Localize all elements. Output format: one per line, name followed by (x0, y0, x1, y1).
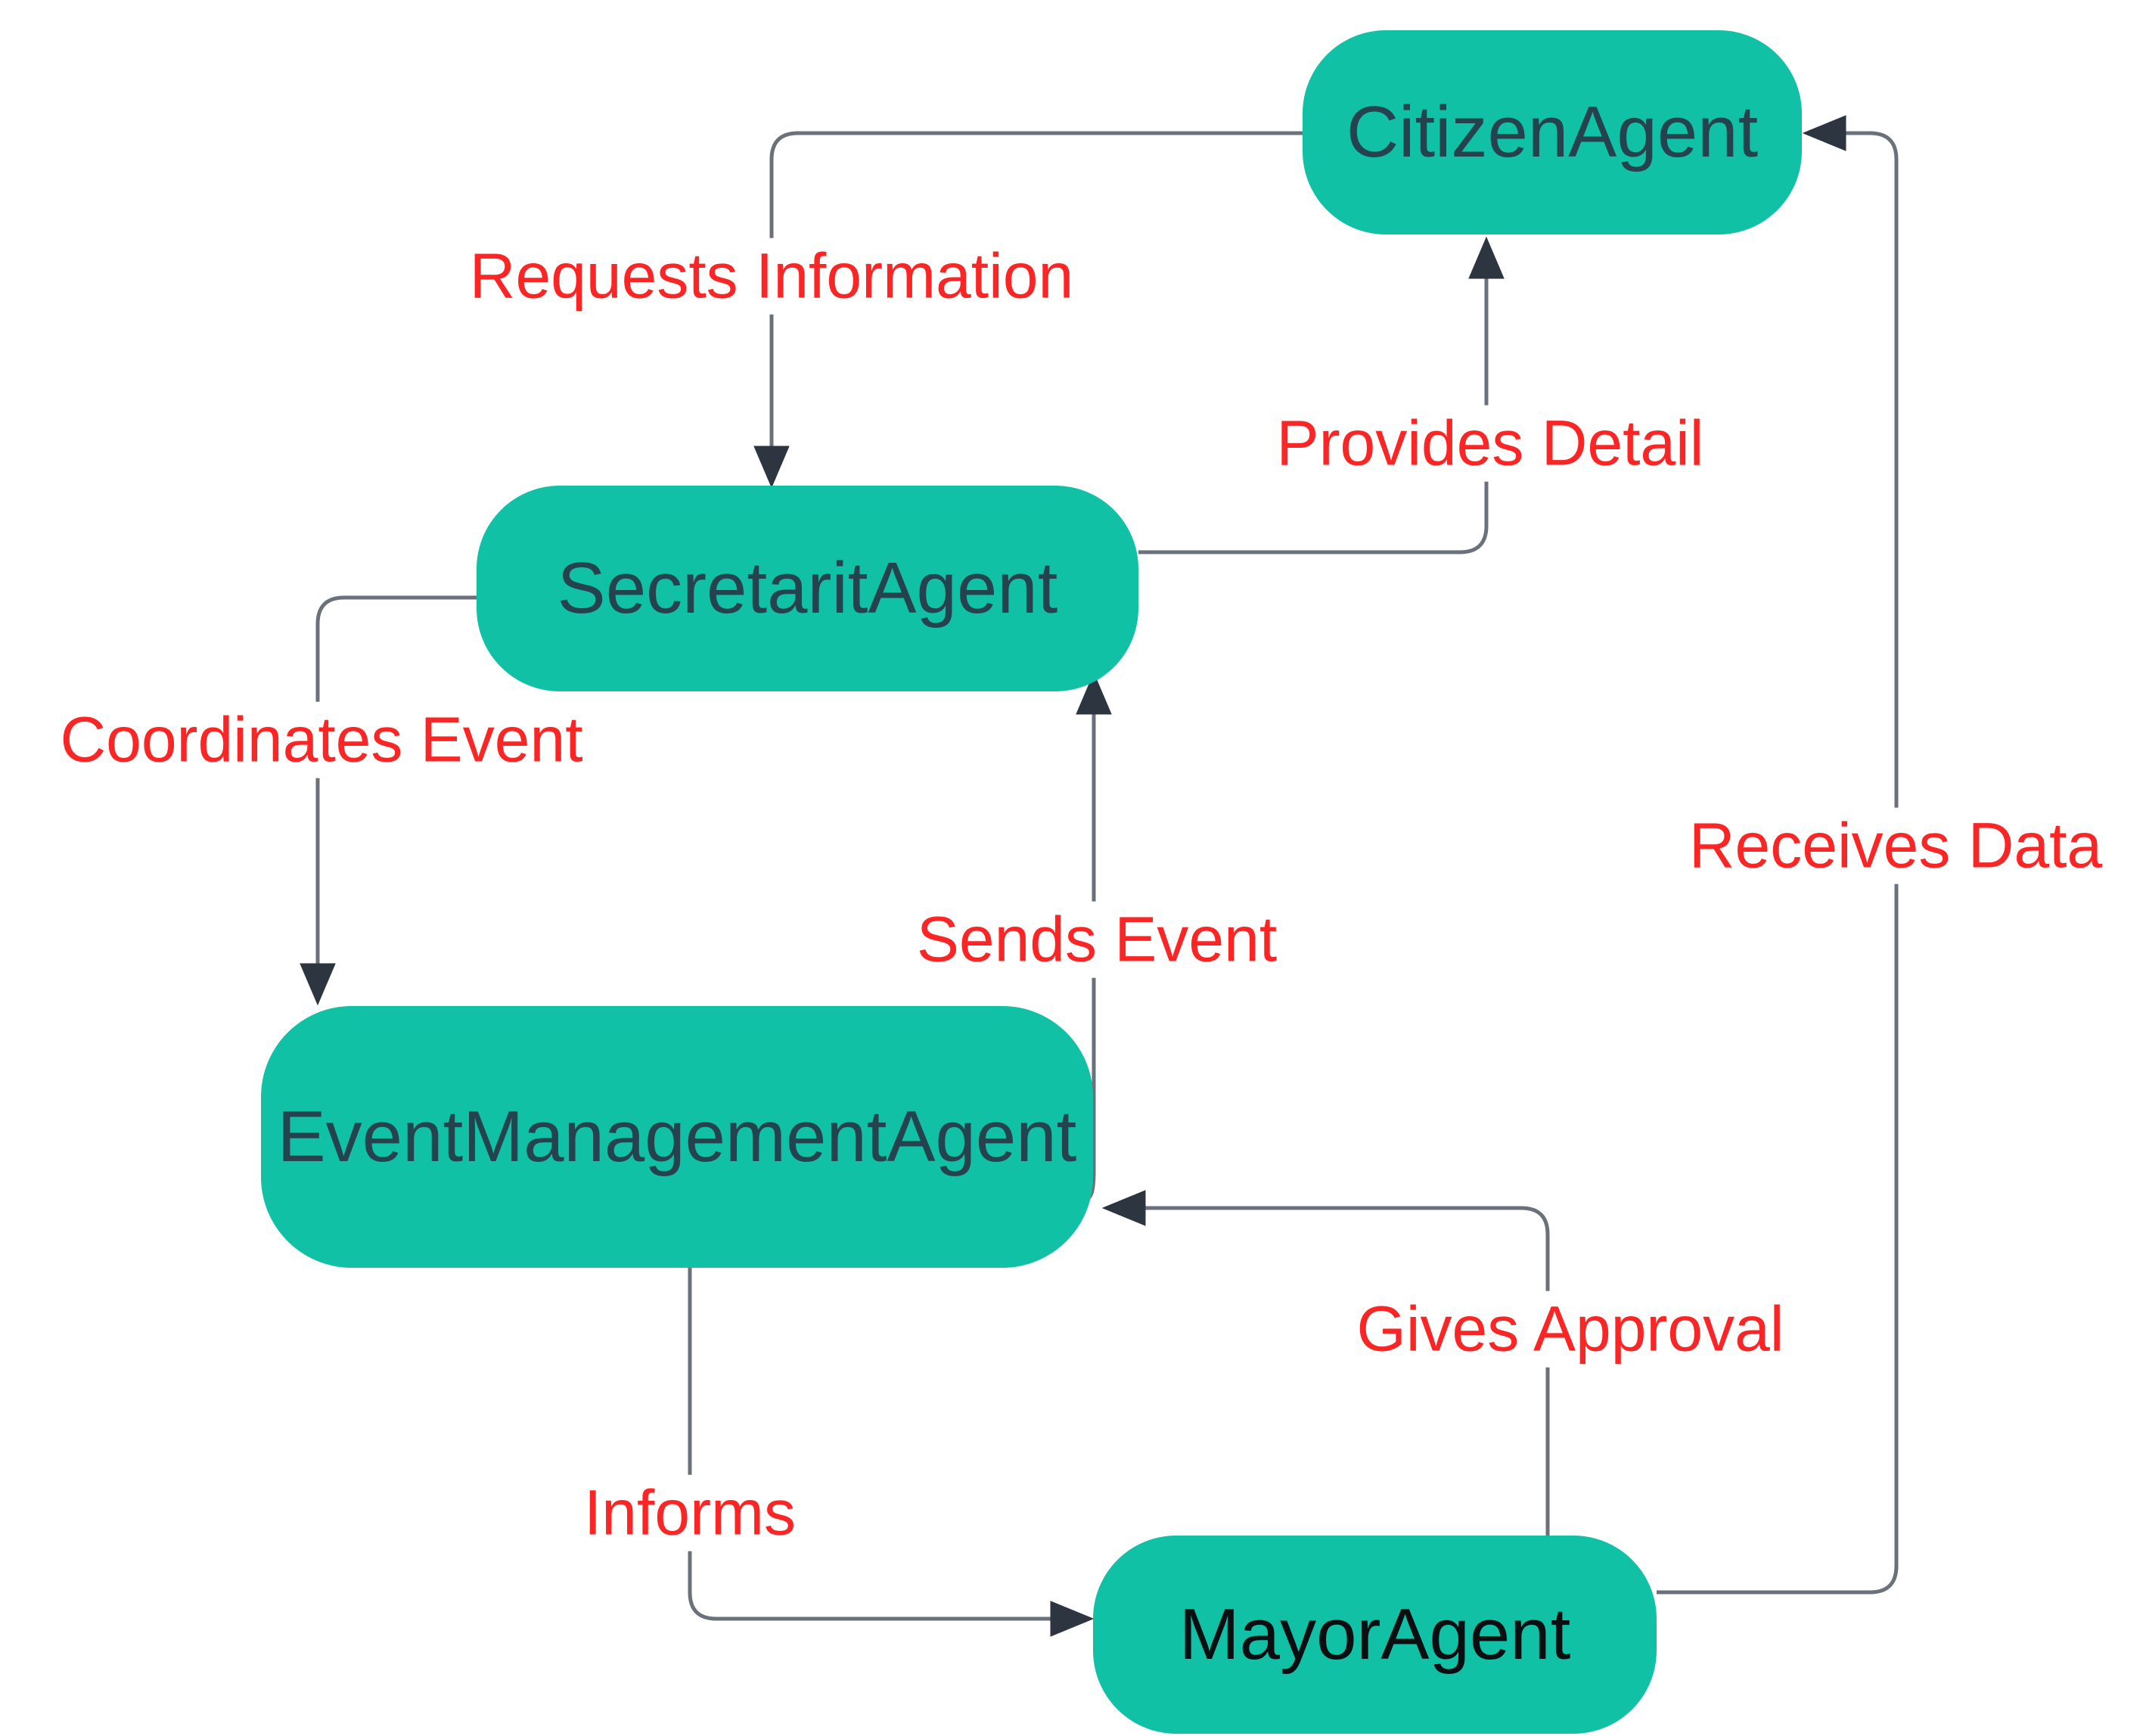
edge-label-informs: Informs (574, 1474, 806, 1551)
edge-requests-information-arrowhead (753, 446, 790, 489)
edge-coordinates-event-arrowhead (300, 963, 336, 1006)
edge-label-receives-data: Receives Data (1679, 807, 2112, 884)
node-secretarit-agent: SecretaritAgent (477, 486, 1138, 691)
edge-label-sends-event: Sends Event (907, 901, 1287, 978)
edge-coordinates-event-line (315, 595, 477, 965)
edge-requests-information-line (769, 131, 1303, 448)
edge-label-gives-approval: Gives Approval (1347, 1290, 1794, 1368)
node-citizen-agent: CitizenAgent (1303, 30, 1802, 234)
node-event-management-agent: EventManagementAgent (261, 1006, 1093, 1268)
edge-sends-event-arrowhead (1076, 672, 1112, 715)
node-mayor-agent: MayorAgent (1093, 1536, 1657, 1734)
edge-gives-approval-arrowhead (1101, 1190, 1146, 1226)
edge-label-coordinates-event: Coordinates Event (51, 701, 592, 778)
edge-label-provides-detail: Provides Detail (1267, 405, 1713, 482)
edge-receives-data-arrowhead (1802, 115, 1846, 151)
node-citizen-agent-label: CitizenAgent (1346, 92, 1759, 173)
edge-provides-detail-line (1138, 277, 1489, 554)
node-secretarit-agent-label: SecretaritAgent (557, 548, 1058, 629)
edge-provides-detail-arrowhead (1468, 236, 1505, 279)
node-event-management-agent-label: EventManagementAgent (277, 1096, 1077, 1178)
node-mayor-agent-label: MayorAgent (1179, 1594, 1571, 1675)
edge-label-requests-information: Requests Information (460, 238, 1083, 315)
edge-informs-arrowhead (1050, 1601, 1095, 1637)
edge-gives-approval-line (1144, 1206, 1550, 1536)
edge-informs-line (688, 1268, 1052, 1621)
